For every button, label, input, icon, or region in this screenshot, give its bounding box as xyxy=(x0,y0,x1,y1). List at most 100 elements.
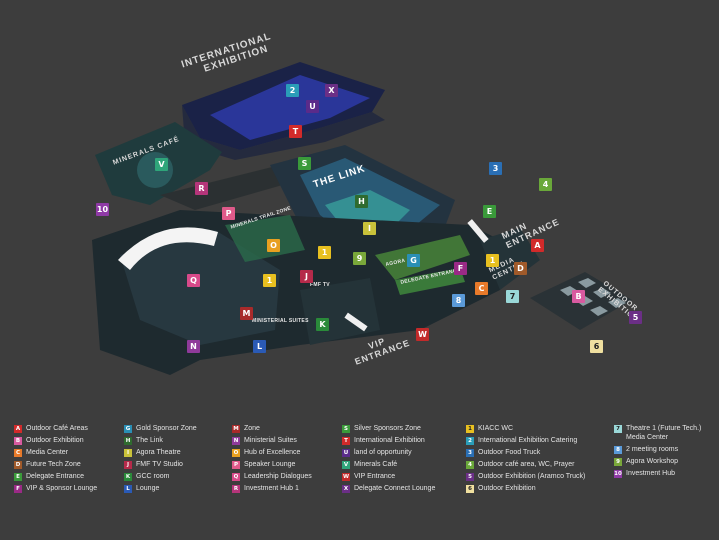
legend-badge: C xyxy=(14,449,22,457)
legend-badge: 5 xyxy=(466,473,474,481)
legend-badge: 3 xyxy=(466,449,474,457)
marker-k[interactable]: K xyxy=(316,318,329,331)
legend-label: Investment Hub xyxy=(626,470,676,477)
marker-10[interactable]: 10 xyxy=(96,203,109,216)
marker-j[interactable]: J xyxy=(300,270,313,283)
legend-badge: B xyxy=(14,437,22,445)
marker-1-b[interactable]: 1 xyxy=(486,254,499,267)
marker-6[interactable]: 6 xyxy=(590,340,603,353)
legend-badge: R xyxy=(232,485,240,493)
marker-4[interactable]: 4 xyxy=(539,178,552,191)
legend-label: Leadership Dialogues xyxy=(244,473,312,480)
legend-badge: H xyxy=(124,437,132,445)
legend-badge: Q xyxy=(232,473,240,481)
marker-1-c[interactable]: 1 xyxy=(263,274,276,287)
marker-d[interactable]: D xyxy=(514,262,527,275)
legend-item: 3 Outdoor Food Truck xyxy=(466,448,585,460)
marker-m[interactable]: M xyxy=(240,307,253,320)
marker-9[interactable]: 9 xyxy=(353,252,366,265)
connector-corridor xyxy=(160,165,300,210)
marker-o[interactable]: O xyxy=(267,239,280,252)
legend-label: VIP Entrance xyxy=(354,473,396,480)
legend-badge: X xyxy=(342,485,350,493)
marker-f[interactable]: F xyxy=(454,262,467,275)
marker-i[interactable]: I xyxy=(363,222,376,235)
legend-item: D Future Tech Zone xyxy=(14,460,97,472)
marker-h[interactable]: H xyxy=(355,195,368,208)
legend-badge: P xyxy=(232,461,240,469)
leadership-dialogues-arc xyxy=(118,227,218,270)
legend-badge: 4 xyxy=(466,461,474,469)
legend-label: International Exhibition Catering xyxy=(478,437,578,444)
legend-label: Speaker Lounge xyxy=(244,461,296,468)
marker-7[interactable]: 7 xyxy=(506,290,519,303)
legend-item: W VIP Entrance xyxy=(342,472,435,484)
legend-badge: I xyxy=(124,449,132,457)
legend-item: P Speaker Lounge xyxy=(232,460,312,472)
legend-item: B Outdoor Exhibition xyxy=(14,436,97,448)
marker-b[interactable]: B xyxy=(572,290,585,303)
legend-label: Outdoor Food Truck xyxy=(478,449,541,456)
marker-a[interactable]: A xyxy=(531,239,544,252)
marker-r[interactable]: R xyxy=(195,182,208,195)
marker-3[interactable]: 3 xyxy=(489,162,502,175)
delegate-entrance-strip xyxy=(395,268,465,295)
marker-v[interactable]: V xyxy=(155,158,168,171)
marker-x[interactable]: X xyxy=(325,84,338,97)
marker-q[interactable]: Q xyxy=(187,274,200,287)
minerals-trail-zone xyxy=(225,215,305,262)
marker-p[interactable]: P xyxy=(222,207,235,220)
legend-badge: M xyxy=(232,425,240,433)
legend-item: H The Link xyxy=(124,436,197,448)
fmf-tv-label: FMF TV xyxy=(310,282,330,288)
marker-w[interactable]: W xyxy=(416,328,429,341)
legend-label: International Exhibition xyxy=(354,437,425,444)
legend-badge: W xyxy=(342,473,350,481)
legend-label: The Link xyxy=(136,437,163,444)
legend-item: I Agora Theatre xyxy=(124,448,197,460)
marker-1-a[interactable]: 1 xyxy=(318,246,331,259)
legend-badge: G xyxy=(124,425,132,433)
ministerial-suites-label: MINISTERIAL SUITES xyxy=(252,318,309,324)
legend-badge: D xyxy=(14,461,22,469)
legend-badge: V xyxy=(342,461,350,469)
legend-label: Hub of Excellence xyxy=(244,449,301,456)
legend-label: Gold Sponsor Zone xyxy=(136,425,197,432)
marker-2[interactable]: 2 xyxy=(286,84,299,97)
marker-e[interactable]: E xyxy=(483,205,496,218)
legend-label: Future Tech Zone xyxy=(26,461,81,468)
marker-s[interactable]: S xyxy=(298,157,311,170)
marker-l[interactable]: L xyxy=(253,340,266,353)
legend-label: land of opportunity xyxy=(354,449,412,456)
legend-badge: A xyxy=(14,425,22,433)
marker-g[interactable]: G xyxy=(407,254,420,267)
marker-t[interactable]: T xyxy=(289,125,302,138)
legend-label: Outdoor Exhibition (Aramco Truck) xyxy=(478,473,586,480)
marker-8[interactable]: 8 xyxy=(452,294,465,307)
legend-badge: L xyxy=(124,485,132,493)
legend-label: Outdoor Exhibition xyxy=(26,437,84,444)
legend-label: VIP & Sponsor Lounge xyxy=(26,485,98,492)
marker-5[interactable]: 5 xyxy=(629,311,642,324)
marker-u[interactable]: U xyxy=(306,100,319,113)
gold-sponsor-zone xyxy=(375,235,470,280)
legend-label: Agora Theatre xyxy=(136,449,181,456)
marker-n[interactable]: N xyxy=(187,340,200,353)
marker-c[interactable]: C xyxy=(475,282,488,295)
